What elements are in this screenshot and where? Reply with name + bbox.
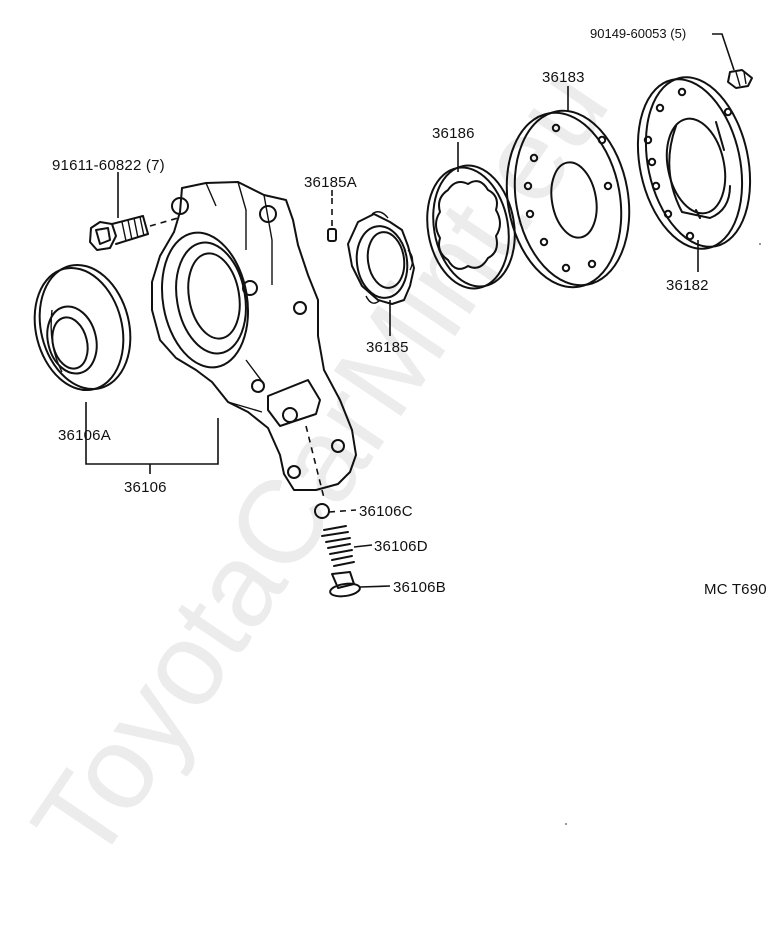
part-labels: 91611-60822 (7) 90149-60053 (5) 36185A 3… (52, 26, 767, 598)
screw-90149-drawing (712, 33, 753, 89)
bolt-91611-drawing (89, 215, 179, 251)
label-36182: 36182 (666, 277, 709, 294)
label-36106: 36106 (124, 479, 167, 496)
pin-36185a-drawing (327, 198, 337, 242)
cover-36182-drawing (636, 76, 752, 250)
label-36106a: 36106A (58, 427, 111, 444)
scan-dot (759, 243, 761, 245)
label-36186: 36186 (432, 125, 475, 142)
label-36106c: 36106C (359, 503, 413, 520)
leader-lines (85, 86, 699, 474)
label-36183: 36183 (542, 69, 585, 86)
label-36106b: 36106B (393, 579, 446, 596)
label-36185: 36185 (366, 339, 409, 356)
label-90149: 90149-60053 (5) (590, 26, 686, 41)
label-91611: 91611-60822 (7) (52, 157, 165, 174)
label-36185a: 36185A (304, 174, 357, 191)
pump-body-36106-drawing (151, 181, 357, 491)
plate-36183-drawing (505, 109, 631, 289)
label-36106d: 36106D (374, 538, 428, 555)
scan-dot (565, 823, 567, 825)
relief-valve-drawing (305, 425, 391, 598)
drawing-code: MC T690 (704, 581, 767, 598)
inner-gear-36185-drawing (347, 211, 415, 305)
oil-seal-36106a-drawing (33, 263, 132, 392)
